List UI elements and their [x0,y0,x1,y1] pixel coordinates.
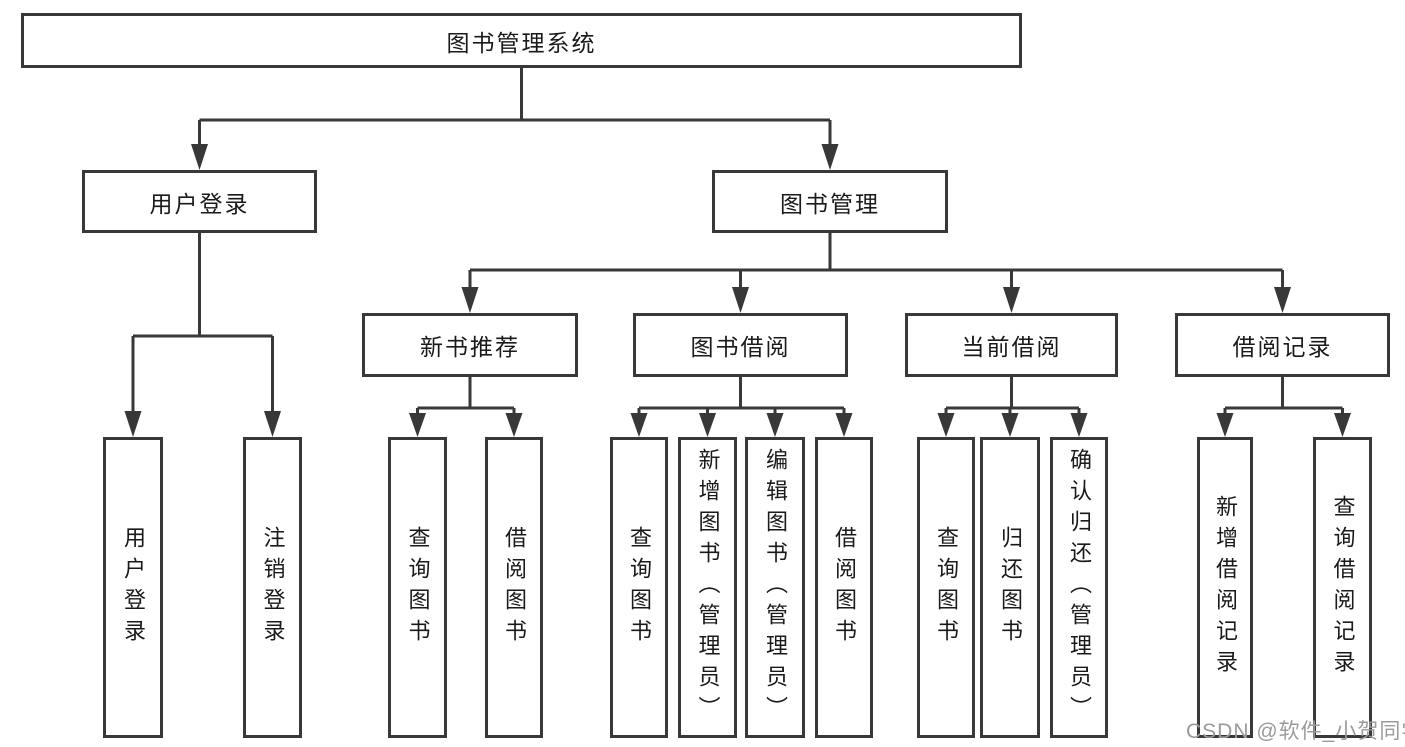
connector-borrow-record-children [1216,377,1351,437]
node-leaf-edit-book-admin: 编辑图书（管理员） [745,437,805,738]
connector-new-book-rec-children [409,377,523,437]
node-leaf-query-book-3: 查询图书 [917,437,975,738]
node-leaf-borrow-book-1: 借阅图书 [485,437,543,738]
node-leaf-query-book-2: 查询图书 [610,437,668,738]
node-book-borrow: 图书借阅 [633,313,848,377]
node-leaf-query-borrow-record: 查询借阅记录 [1313,437,1372,738]
watermark: CSDN @软件_小贺同学 [1186,720,1405,743]
node-leaf-borrow-book-2: 借阅图书 [815,437,873,738]
connector-book-borrow-children [630,377,853,437]
node-borrow-record: 借阅记录 [1175,313,1390,377]
node-leaf-query-book-1: 查询图书 [388,437,447,738]
node-root: 图书管理系统 [21,13,1022,68]
connector-book-management-children [461,233,1291,313]
node-current-borrow: 当前借阅 [905,313,1118,377]
node-leaf-return-book: 归还图书 [980,437,1040,738]
connector-current-borrow-children [937,377,1088,437]
node-book-management: 图书管理 [712,170,948,233]
node-leaf-logout: 注销登录 [243,437,302,738]
node-leaf-user-login: 用户登录 [103,437,163,738]
node-leaf-add-borrow-record: 新增借阅记录 [1197,437,1253,738]
node-user-login: 用户登录 [82,170,317,233]
node-leaf-add-book-admin: 新增图书（管理员） [678,437,737,738]
node-leaf-confirm-return-admin: 确认归还（管理员） [1050,437,1108,738]
connector-root-children [191,68,839,170]
connector-user-login-children [124,233,281,437]
node-new-book-recommend: 新书推荐 [362,313,578,377]
